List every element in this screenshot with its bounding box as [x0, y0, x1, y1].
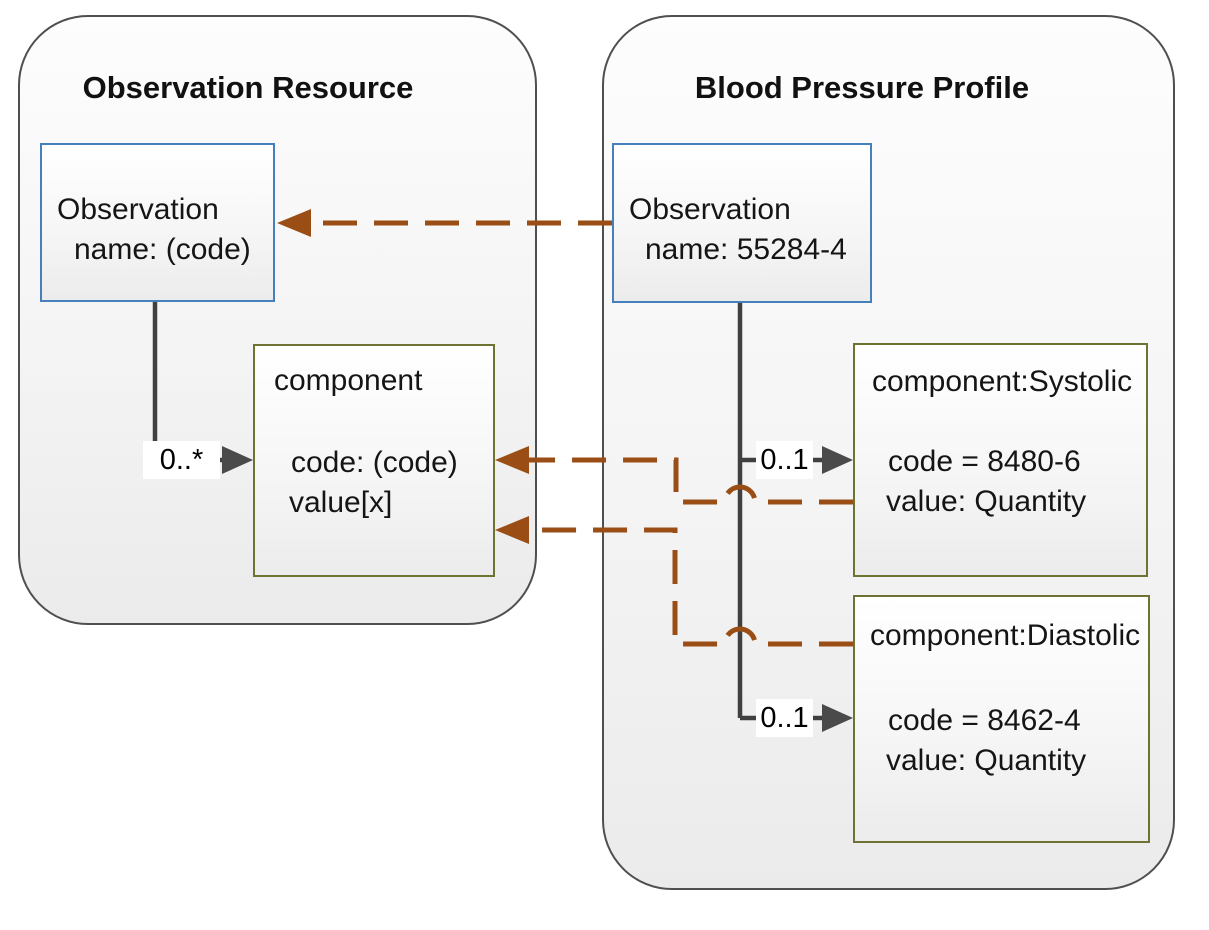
multiplicity-label-0-star: 0..*	[143, 441, 220, 479]
right-observation-attr: name: 55284-4	[645, 233, 847, 266]
component-code: code: (code)	[291, 446, 458, 479]
systolic-component-box: component:Systolic code = 8480-6 value: …	[853, 343, 1148, 577]
left-observation-attr: name: (code)	[74, 233, 251, 266]
multiplicity-label-systolic: 0..1	[756, 441, 813, 479]
left-component-box: component code: (code) value[x]	[253, 344, 495, 577]
multiplicity-label-diastolic: 0..1	[756, 699, 813, 737]
diastolic-value: value: Quantity	[886, 744, 1087, 777]
right-observation-name: Observation	[629, 193, 791, 226]
component-title: component	[274, 364, 423, 397]
diastolic-code: code = 8462-4	[888, 704, 1081, 737]
left-observation-name: Observation	[57, 193, 219, 226]
systolic-title: component:Systolic	[872, 365, 1133, 398]
systolic-value: value: Quantity	[886, 485, 1087, 518]
component-value: value[x]	[289, 486, 393, 519]
left-panel-title: Observation Resource	[82, 70, 414, 105]
left-observation-box: Observation name: (code)	[40, 143, 275, 302]
systolic-code: code = 8480-6	[888, 445, 1081, 478]
diastolic-component-box: component:Diastolic code = 8462-4 value:…	[853, 595, 1150, 843]
right-panel-title: Blood Pressure Profile	[694, 70, 1030, 105]
right-observation-box: Observation name: 55284-4	[612, 143, 872, 303]
diastolic-title: component:Diastolic	[870, 619, 1141, 652]
